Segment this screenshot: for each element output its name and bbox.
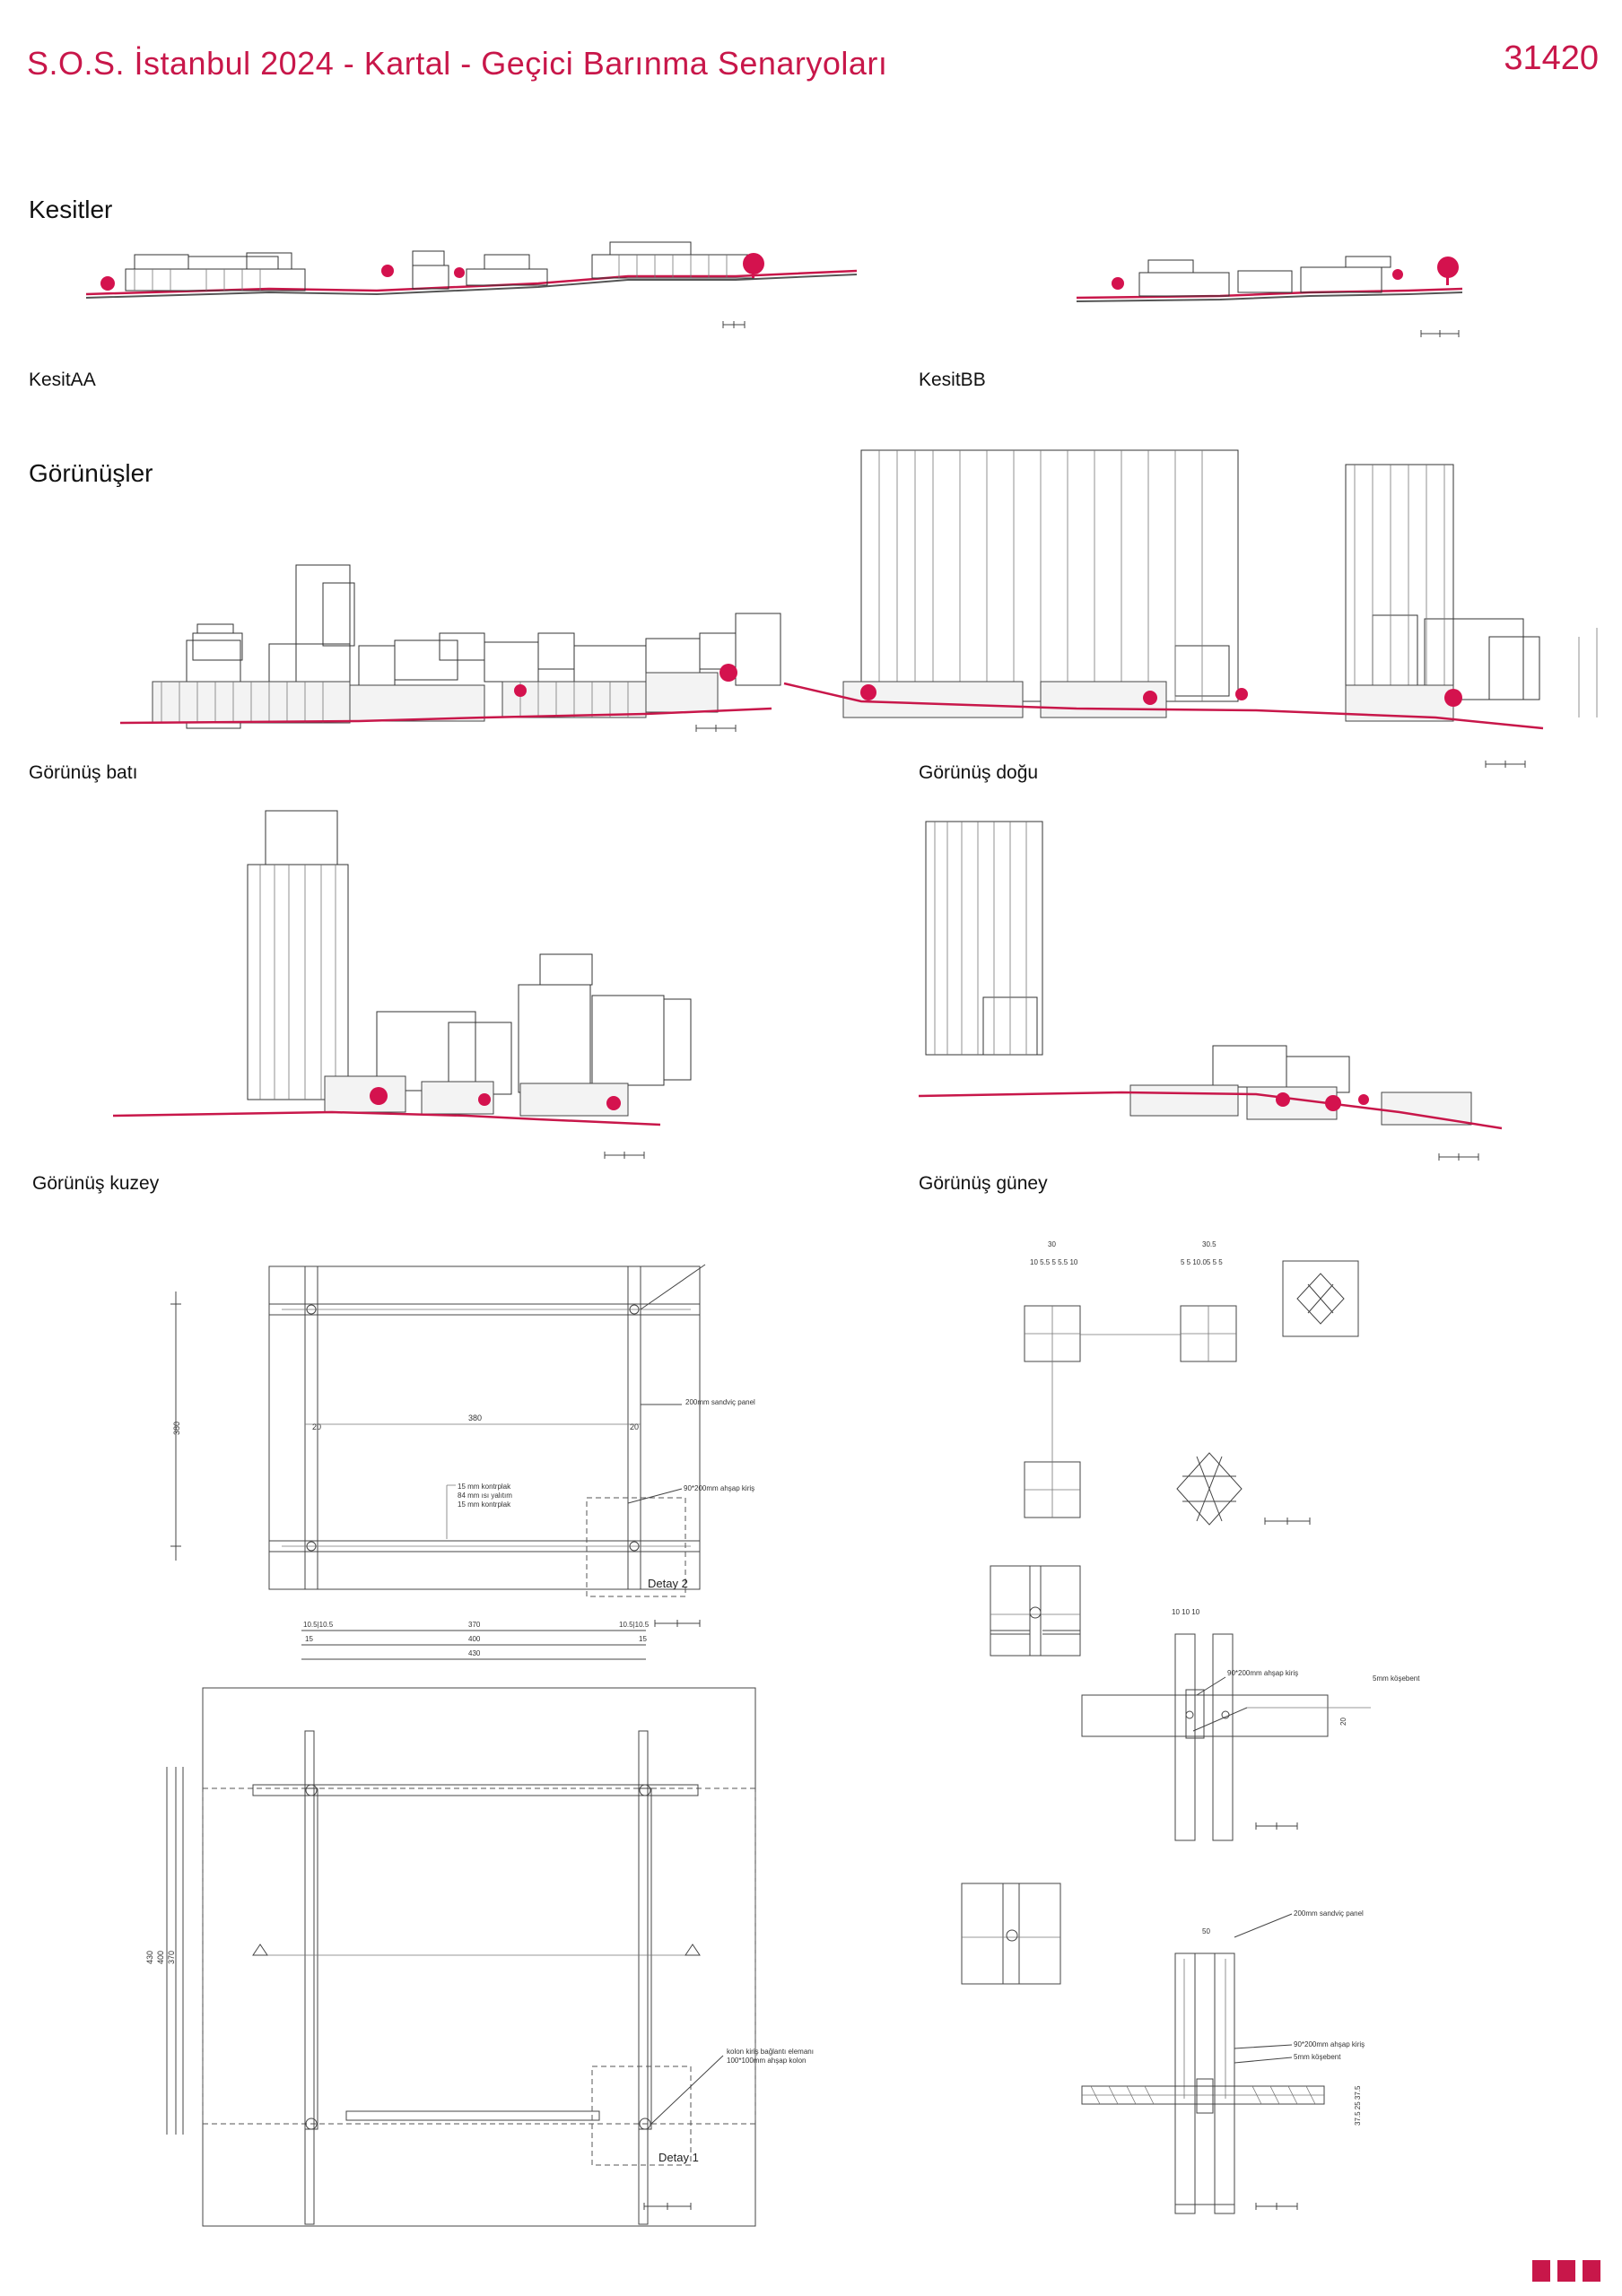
dim-row3: 430 (468, 1649, 481, 1657)
dim-bottom-2: 370 (468, 1621, 481, 1629)
dim-row2-1: 15 (305, 1635, 313, 1643)
dim-vert-380: 380 (172, 1422, 181, 1435)
dim-side-20: 20 (1339, 1718, 1347, 1726)
dim-top-row-2: 5 5 10.05 5 5 (1181, 1258, 1223, 1266)
section-aa-drawing (85, 241, 858, 328)
dim-vert-370: 370 (167, 1951, 176, 1964)
dim-side-2: 37.5 25 37.5 (1354, 2085, 1362, 2126)
project-code: 31420 (1504, 39, 1599, 77)
plan-detail-top: 20 380 20 380 200mm sandviç panel 90*200… (170, 1264, 755, 1660)
heading-kesitler: Kesitler (29, 196, 113, 223)
dim-row2-3: 15 (639, 1635, 647, 1643)
corner-marks (1532, 2260, 1600, 2282)
page-title: S.O.S. İstanbul 2024 - Kartal - Geçici B… (27, 45, 888, 82)
dim-top-30: 30 (1048, 1240, 1056, 1248)
caption-kesit-aa: KesitAA (29, 370, 96, 390)
elevation-north-drawing (112, 810, 692, 1159)
note-layer-2: 84 mm ısı yalıtım (458, 1492, 512, 1500)
note-joint-panel: 200mm sandviç panel (1294, 1909, 1364, 1918)
note-layer-1: 15 mm kontrplak (458, 1483, 511, 1491)
caption-gorunus-kuzey: Görünüş kuzey (32, 1173, 160, 1194)
detail-label-2: Detay 2 (648, 1577, 688, 1590)
caption-gorunus-guney: Görünüş güney (919, 1173, 1048, 1194)
dim-bottom-1: 10.5|10.5 (303, 1621, 334, 1629)
dim-joint-50: 50 (1202, 1927, 1210, 1935)
section-bb-drawing (1076, 256, 1463, 337)
caption-kesit-bb: KesitBB (919, 370, 986, 390)
joint-details: 30 10 5.5 5 5.5 10 30.5 5 5 10.05 5 5 10… (961, 1240, 1420, 2214)
detail-label-1: Detay 1 (658, 2151, 699, 2164)
note-joint-plate-2: 5mm köşebent (1294, 2053, 1341, 2061)
elevation-east-drawing (783, 449, 1598, 768)
note-column: 100*100mm ahşap kolon (727, 2057, 807, 2065)
dim-mid-row: 10 10 10 (1172, 1608, 1200, 1616)
caption-gorunus-dogu: Görünüş doğu (919, 762, 1039, 783)
note-joint-beam: 90*200mm ahşap kiriş (1227, 1669, 1298, 1677)
note-ahsap-kiris: 90*200mm ahşap kiriş (684, 1484, 754, 1492)
dim-right-20: 20 (630, 1422, 639, 1431)
note-layer-3: 15 mm kontrplak (458, 1500, 511, 1509)
dim-left-20: 20 (312, 1422, 321, 1431)
heading-gorunusler: Görünüşler (29, 459, 153, 487)
corner-mark (1532, 2260, 1550, 2282)
elevation-south-drawing (918, 821, 1503, 1161)
dim-vert-400: 400 (156, 1951, 165, 1964)
corner-mark (1583, 2260, 1600, 2282)
dim-bottom-3: 10.5|10.5 (619, 1621, 650, 1629)
dim-inner-380: 380 (468, 1413, 482, 1422)
plan-detail-bottom: 430 400 370 kolon kiriş bağlantı elemanı… (145, 1687, 814, 2227)
corner-mark (1557, 2260, 1575, 2282)
dim-top-row: 10 5.5 5 5.5 10 (1030, 1258, 1078, 1266)
note-joint-beam-2: 90*200mm ahşap kiriş (1294, 2040, 1365, 2048)
caption-gorunus-bati: Görünüş batı (29, 762, 138, 783)
note-connector: kolon kiriş bağlantı elemanı (727, 2048, 814, 2056)
note-sandvic-panel: 200mm sandviç panel (685, 1398, 755, 1406)
elevation-west-drawing (119, 564, 781, 732)
dim-top-305: 30.5 (1202, 1240, 1216, 1248)
dim-row2-2: 400 (468, 1635, 481, 1643)
note-joint-plate: 5mm köşebent (1373, 1674, 1420, 1683)
dim-vert-430: 430 (145, 1951, 154, 1964)
